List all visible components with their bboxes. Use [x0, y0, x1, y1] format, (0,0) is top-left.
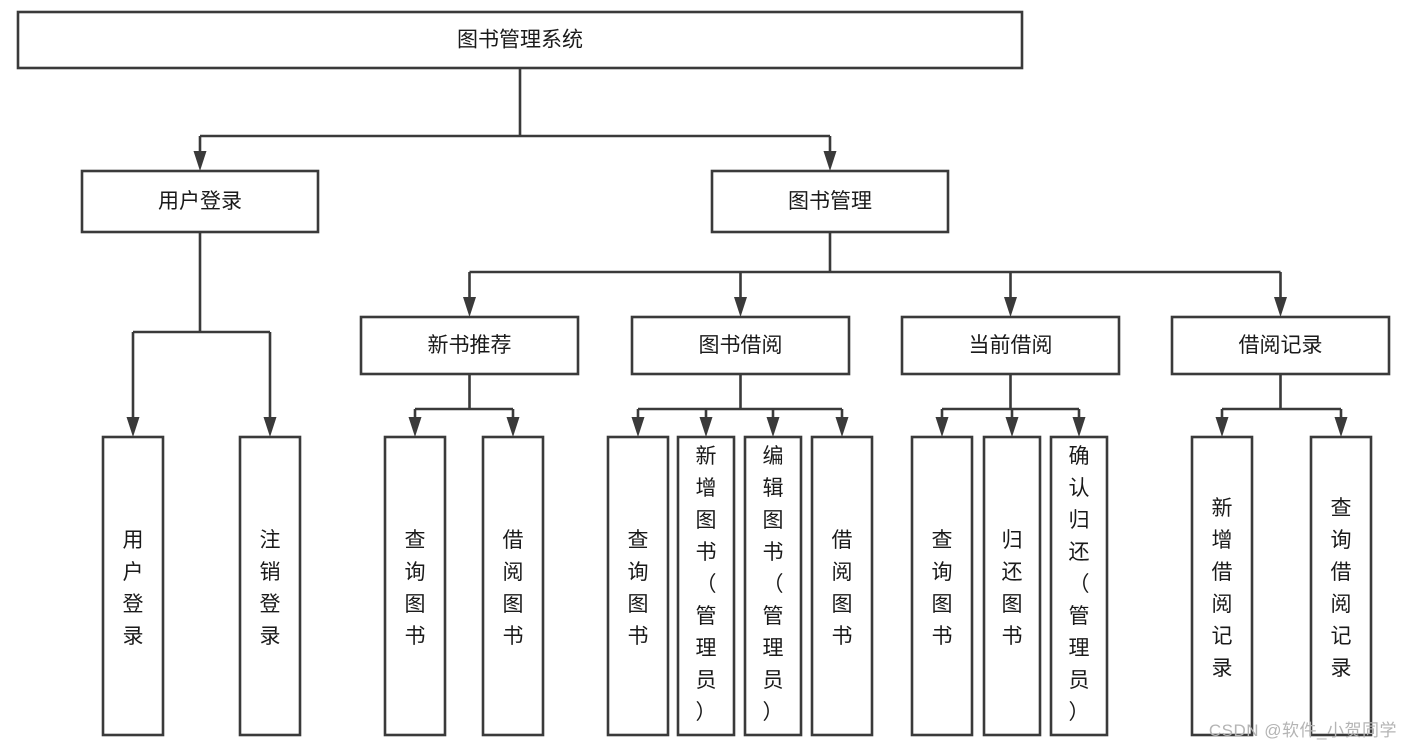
- node-leaf-user-login[interactable]: 用户登录: [101, 435, 165, 737]
- node-label: 归还图书: [1002, 529, 1023, 648]
- node-label: 图书管理系统: [457, 29, 583, 52]
- edge-group-new-book-recommend: [408, 374, 520, 437]
- node-leaf-borrow-book[interactable]: 借阅图书: [810, 435, 874, 737]
- node-box[interactable]: [710, 169, 950, 234]
- edge-arrowhead-icon: [126, 417, 140, 437]
- node-leaf-borrow-book-recommend[interactable]: 借阅图书: [481, 435, 545, 737]
- node-current-borrow[interactable]: 当前借阅: [900, 315, 1121, 376]
- node-leaf-query-book-current[interactable]: 查询图书: [910, 435, 974, 737]
- node-box[interactable]: [743, 435, 803, 737]
- node-box[interactable]: [80, 169, 320, 234]
- node-label: 当前借阅: [969, 334, 1053, 357]
- edge-arrowhead-icon: [408, 417, 422, 437]
- edge-arrowhead-icon: [835, 417, 849, 437]
- node-leaf-query-book-borrow[interactable]: 查询图书: [606, 435, 670, 737]
- edge-arrowhead-icon: [734, 297, 747, 317]
- node-label: 新书推荐: [428, 334, 512, 357]
- edge-group-root: [193, 68, 837, 171]
- edge-arrowhead-icon: [1274, 297, 1287, 317]
- node-box[interactable]: [630, 315, 851, 376]
- edge-arrowhead-icon: [506, 417, 520, 437]
- edge-group-borrow-record: [1215, 374, 1348, 437]
- node-leaf-add-borrow-record[interactable]: 新增借阅记录: [1190, 435, 1254, 737]
- node-label: 图书借阅: [699, 334, 783, 357]
- node-label: 查询图书: [628, 529, 649, 648]
- node-label: 查询图书: [405, 529, 426, 648]
- node-box[interactable]: [900, 315, 1121, 376]
- node-box[interactable]: [1049, 435, 1109, 737]
- node-box[interactable]: [810, 435, 874, 737]
- edge-arrowhead-icon: [1004, 297, 1017, 317]
- node-box[interactable]: [101, 435, 165, 737]
- node-label: 图书管理: [788, 190, 872, 213]
- watermark-label: CSDN @软件_小贺同学: [1208, 721, 1397, 740]
- edge-arrowhead-icon: [631, 417, 645, 437]
- node-box[interactable]: [982, 435, 1042, 737]
- node-leaf-confirm-return[interactable]: 确认归还（管理员）: [1049, 435, 1109, 737]
- node-box[interactable]: [383, 435, 447, 737]
- node-box[interactable]: [910, 435, 974, 737]
- edge-arrowhead-icon: [766, 417, 780, 437]
- node-label: 确认归还（管理员）: [1069, 445, 1090, 724]
- edge-group-book-management: [463, 232, 1287, 317]
- node-box[interactable]: [1190, 435, 1254, 737]
- edge-arrowhead-icon: [699, 417, 713, 437]
- node-label: 注销登录: [260, 529, 281, 648]
- node-root[interactable]: 图书管理系统: [16, 10, 1024, 70]
- edge-arrowhead-icon: [935, 417, 949, 437]
- node-leaf-add-book[interactable]: 新增图书（管理员）: [676, 435, 736, 737]
- node-book-borrow[interactable]: 图书借阅: [630, 315, 851, 376]
- node-box[interactable]: [676, 435, 736, 737]
- edge-arrowhead-icon: [1005, 417, 1019, 437]
- node-leaf-query-book-recommend[interactable]: 查询图书: [383, 435, 447, 737]
- edge-arrowhead-icon: [1215, 417, 1229, 437]
- node-label: 新增图书（管理员）: [696, 445, 717, 724]
- node-label: 借阅记录: [1239, 334, 1323, 357]
- node-box[interactable]: [16, 10, 1024, 70]
- edge-arrowhead-icon: [823, 151, 837, 171]
- edge-arrowhead-icon: [1334, 417, 1348, 437]
- node-box[interactable]: [1309, 435, 1373, 737]
- nodes-layer: 图书管理系统用户登录图书管理新书推荐图书借阅当前借阅借阅记录用户登录注销登录查询…: [16, 10, 1391, 737]
- node-box[interactable]: [481, 435, 545, 737]
- node-box[interactable]: [1170, 315, 1391, 376]
- node-leaf-edit-book[interactable]: 编辑图书（管理员）: [743, 435, 803, 737]
- node-box[interactable]: [238, 435, 302, 737]
- node-label: 用户登录: [158, 190, 242, 213]
- node-label: 借阅图书: [503, 529, 524, 648]
- node-label: 借阅图书: [832, 529, 853, 648]
- node-box[interactable]: [359, 315, 580, 376]
- edge-arrowhead-icon: [193, 151, 207, 171]
- node-label: 用户登录: [123, 529, 144, 648]
- node-label: 查询图书: [932, 529, 953, 648]
- node-user-login[interactable]: 用户登录: [80, 169, 320, 234]
- node-borrow-record[interactable]: 借阅记录: [1170, 315, 1391, 376]
- edge-arrowhead-icon: [1072, 417, 1086, 437]
- node-leaf-return-book[interactable]: 归还图书: [982, 435, 1042, 737]
- node-book-management[interactable]: 图书管理: [710, 169, 950, 234]
- edge-arrowhead-icon: [463, 297, 476, 317]
- node-box[interactable]: [606, 435, 670, 737]
- edge-arrowhead-icon: [263, 417, 277, 437]
- node-leaf-query-borrow-record[interactable]: 查询借阅记录: [1309, 435, 1373, 737]
- node-new-book-recommend[interactable]: 新书推荐: [359, 315, 580, 376]
- edges-layer: [126, 68, 1348, 437]
- edge-group-book-borrow: [631, 374, 849, 437]
- node-label: 查询借阅记录: [1331, 497, 1352, 680]
- node-leaf-user-logout[interactable]: 注销登录: [238, 435, 302, 737]
- node-label: 编辑图书（管理员）: [763, 445, 784, 724]
- edge-group-user-login: [126, 232, 277, 437]
- node-label: 新增借阅记录: [1212, 497, 1233, 680]
- edge-group-current-borrow: [935, 374, 1086, 437]
